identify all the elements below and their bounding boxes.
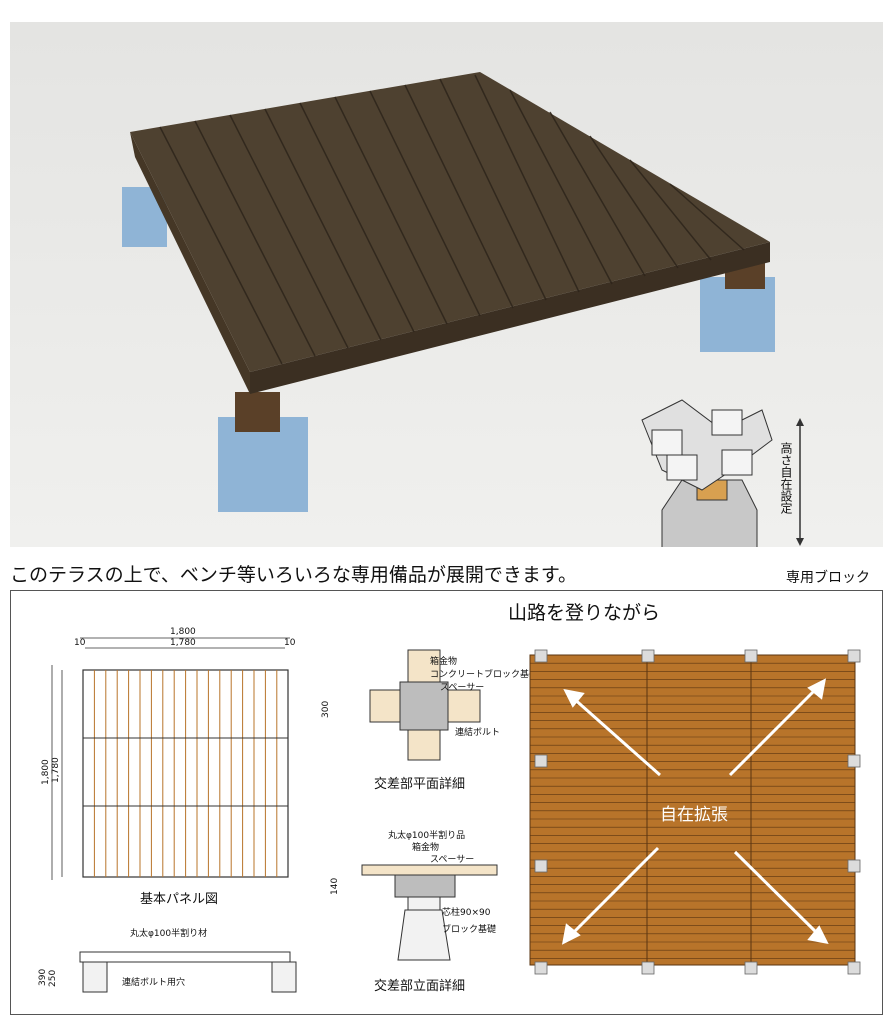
cross-elev-title: 交差部立面詳細 <box>374 978 465 994</box>
cross-elevation-drawing: 丸太φ100半割り品 箱金物 スペーサー 芯柱90×90 ブロック基礎 140 … <box>330 829 498 994</box>
expansion-deck-drawing: 自在拡張 <box>529 649 861 975</box>
dim-elev-a: 250 <box>48 970 58 987</box>
bolt-hole-label: 連結ボルト用穴 <box>122 976 185 988</box>
log-label: 丸太φ100半割り品 <box>388 829 465 841</box>
elev-dim-total: 140 <box>330 878 340 895</box>
concrete-label: コンクリートブロック基礎 <box>430 668 538 680</box>
block-label: 専用ブロック <box>786 570 870 586</box>
cross-dim-total: 300 <box>321 701 331 718</box>
log-note: 丸太φ100半割り材 <box>130 927 207 939</box>
dim-top-inner: 1,780 <box>170 638 196 648</box>
dedicated-block-diagram <box>641 399 773 547</box>
hardware-label: 箱金物 <box>430 655 457 667</box>
basic-panel-title: 基本パネル図 <box>140 892 218 907</box>
technical-drawings: 1,800 1,780 10 10 1,800 1,780 基本パネル図 丸太φ… <box>38 627 861 994</box>
terrace-photo: 高さ自在設定 <box>10 22 883 547</box>
spacer-label: スペーサー <box>440 682 484 693</box>
elev-hardware-label: 箱金物 <box>412 841 439 853</box>
elev-spacer-label: スペーサー <box>430 854 474 865</box>
bolt-label: 連結ボルト <box>455 726 500 738</box>
drawing-frame <box>10 590 883 1015</box>
height-setting-label: 高さ自在設定 <box>779 442 793 514</box>
terrace-model-illustration <box>10 22 883 547</box>
hiking-text: 山路を登りながら <box>508 602 661 624</box>
block-foundation-label: ブロック基礎 <box>442 923 496 935</box>
basic-panel-drawing: 1,800 1,780 10 10 1,800 1,780 基本パネル図 丸太φ… <box>38 627 297 993</box>
cross-plan-title: 交差部平面詳細 <box>374 776 465 792</box>
dim-top-edge-right: 10 <box>284 638 296 648</box>
dim-side-total: 1,800 <box>41 759 51 785</box>
dim-side-inner: 1,780 <box>51 757 61 783</box>
dim-top-total: 1,800 <box>170 627 196 637</box>
dim-elev-total: 390 <box>38 969 48 986</box>
post-label: 芯柱90×90 <box>442 906 491 918</box>
cross-plan-drawing: 箱金物 コンクリートブロック基礎 スペーサー 連結ボルト 300 交差部平面詳細 <box>321 649 538 792</box>
expansion-label: 自在拡張 <box>660 805 728 825</box>
dim-top-edge-left: 10 <box>74 638 86 648</box>
photo-caption: このテラスの上で、ベンチ等いろいろな専用備品が展開できます。 <box>10 564 577 586</box>
